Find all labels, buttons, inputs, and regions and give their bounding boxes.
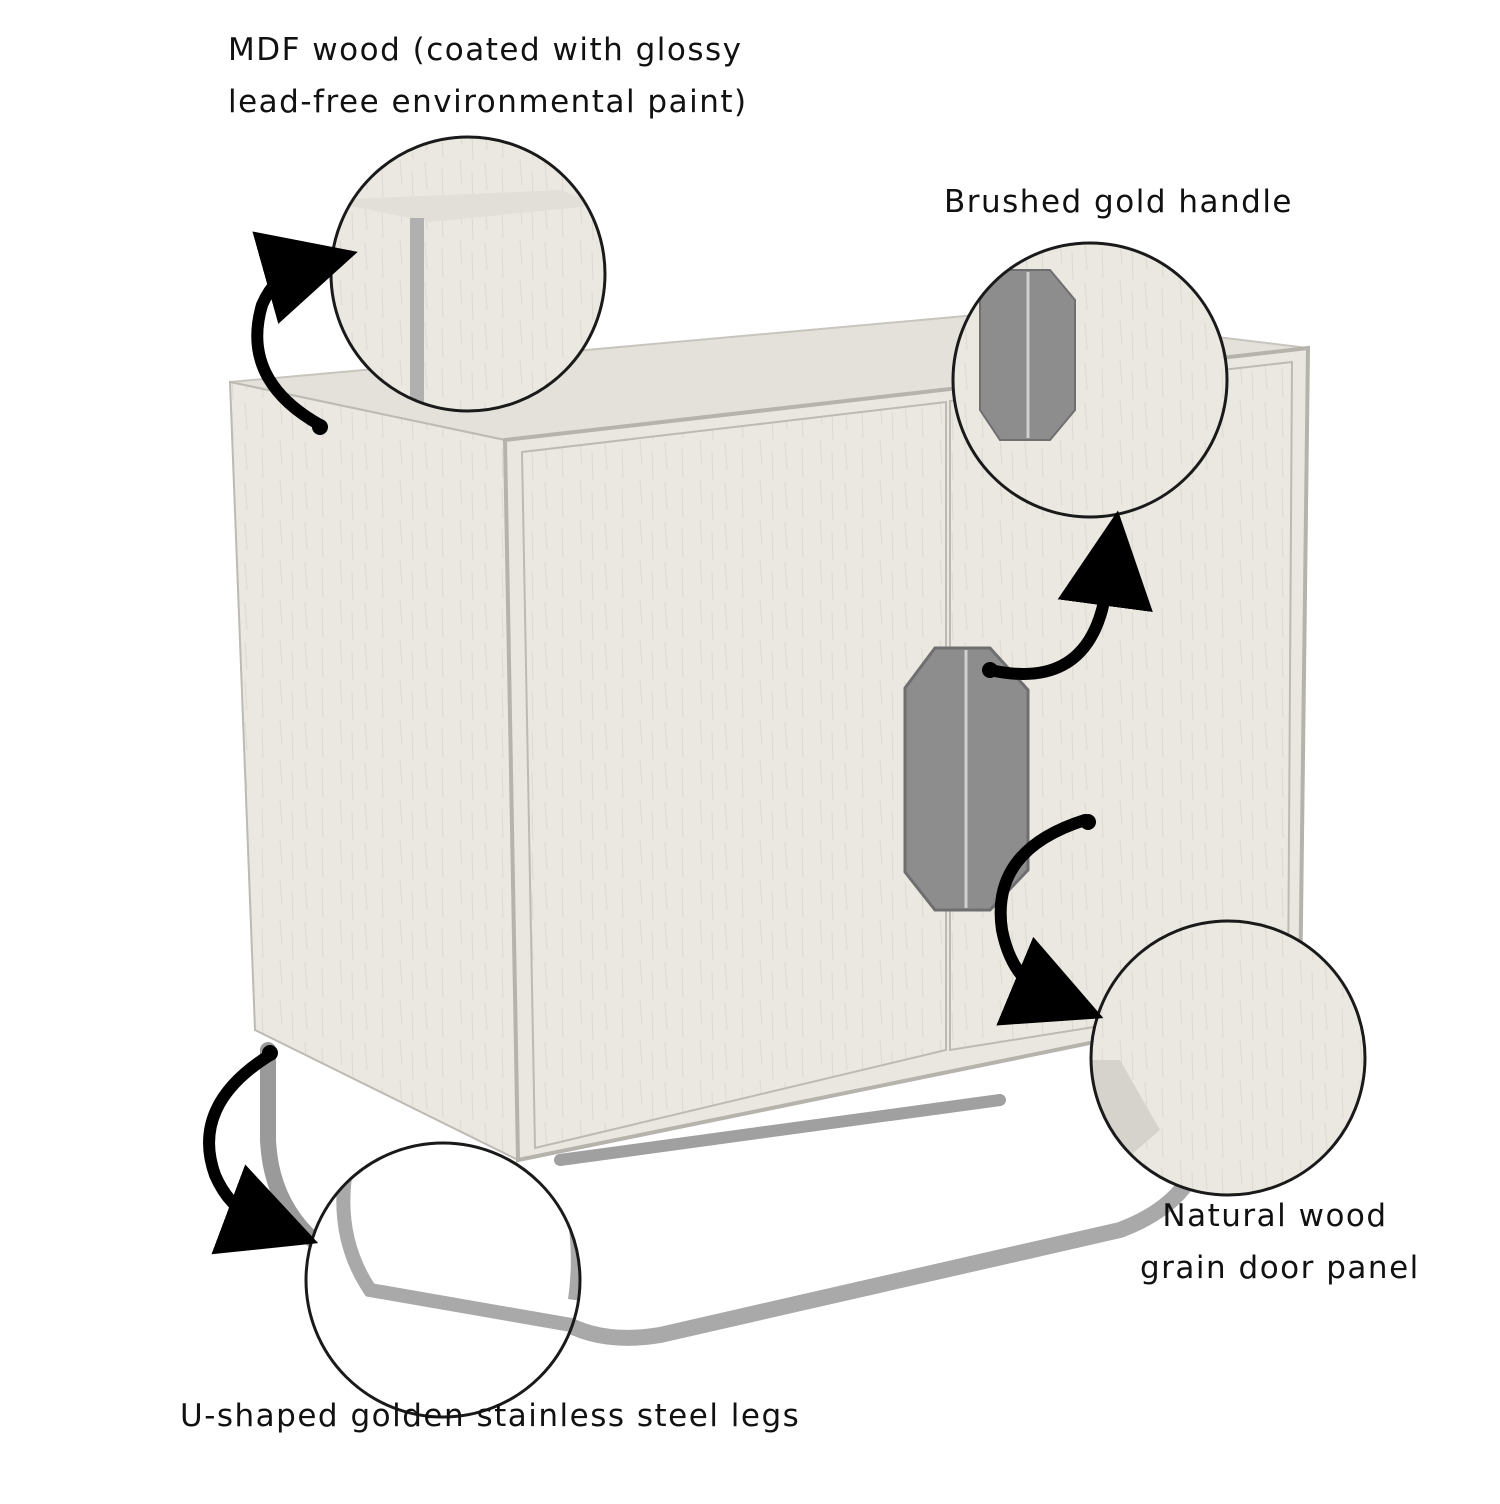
label-panel-line1: Natural wood [1162, 1198, 1388, 1234]
label-mdf-line2: lead-free environmental paint) [228, 84, 748, 120]
zoom-circle-handle [951, 241, 1229, 519]
label-door-panel: Natural wood grain door panel [1140, 1190, 1420, 1294]
zoom-circle-mdf [329, 135, 607, 413]
label-mdf-wood: MDF wood (coated with glossy lead-free e… [228, 24, 748, 128]
label-handle: Brushed gold handle [944, 176, 1293, 228]
label-panel-line2: grain door panel [1140, 1250, 1420, 1286]
left-door-panel [520, 400, 947, 1150]
callout-dot-icon [262, 419, 1096, 1061]
zoom-circle-legs [304, 1141, 582, 1419]
curved-arrow-icon [203, 231, 1153, 1255]
label-handle-text: Brushed gold handle [944, 184, 1294, 220]
zoom-circle-panel [1089, 919, 1367, 1197]
label-mdf-line1: MDF wood (coated with glossy [228, 32, 743, 68]
label-legs: U-shaped golden stainless steel legs [180, 1390, 800, 1442]
label-legs-text: U-shaped golden stainless steel legs [180, 1398, 801, 1434]
octagonal-handle [903, 646, 1030, 912]
